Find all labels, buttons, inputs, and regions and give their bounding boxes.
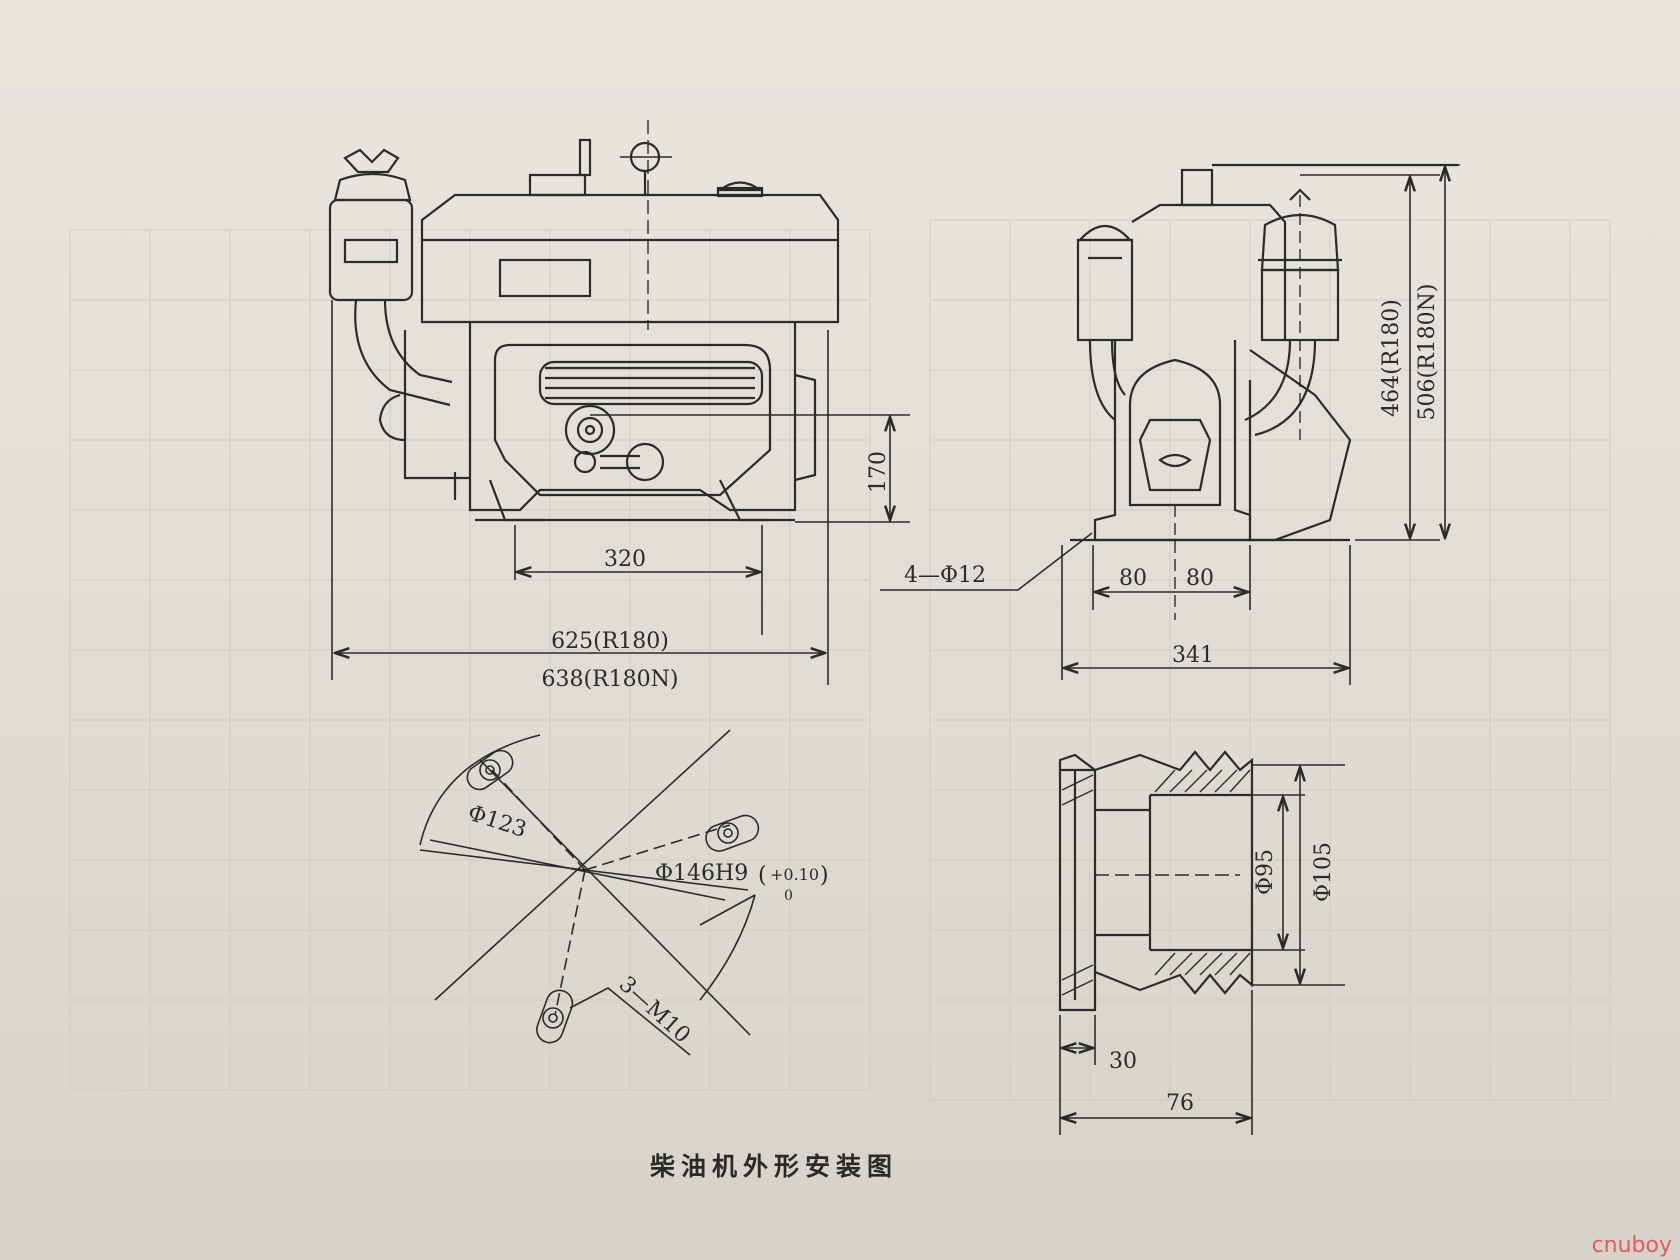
drawing-caption: 柴油机外形安装图 — [650, 1152, 899, 1181]
dim-flange-screws: 3—M10 — [614, 972, 695, 1048]
tol-open-paren: ( — [758, 863, 767, 888]
dim-flange-phi146: Φ146H9 — [655, 861, 748, 886]
dim-length-r180: 625(R180) — [551, 629, 669, 654]
dim-flange-phi123: Φ123 — [465, 801, 530, 843]
tol-close-paren: ) — [820, 863, 829, 888]
dim-height-170: 170 — [866, 451, 891, 493]
watermark: cnuboy — [1591, 1233, 1672, 1258]
dim-flange-tolerance-upper: +0.10 — [770, 865, 819, 884]
dim-holes-4-phi12: 4—Φ12 — [904, 563, 986, 588]
dim-flange-tolerance-lower: 0 — [784, 888, 793, 904]
dim-length-r180n: 638(R180N) — [542, 667, 679, 692]
pulley-dimensions — [1059, 764, 1345, 1135]
dim-height-r180: 464(R180) — [1379, 299, 1404, 417]
dim-height-r180n: 506(R180N) — [1415, 284, 1440, 421]
side-view-dimensions — [880, 164, 1460, 685]
dim-bolt-spacing-right: 80 — [1186, 566, 1214, 591]
dim-width-341: 341 — [1172, 643, 1214, 668]
background-grid — [69, 219, 1611, 1101]
flange-bolt-pattern — [419, 729, 760, 1056]
dim-pulley-30: 30 — [1109, 1049, 1137, 1074]
dim-width-320: 320 — [604, 547, 646, 572]
pulley-section-view — [1058, 750, 1254, 1012]
dim-pulley-phi105: Φ105 — [1311, 842, 1336, 902]
front-view-dimensions — [331, 300, 910, 685]
engine-front-view — [328, 120, 840, 522]
dim-bolt-spacing-left: 80 — [1119, 566, 1147, 591]
dim-pulley-phi95: Φ95 — [1253, 849, 1278, 895]
pulley-hatching — [1061, 769, 1251, 996]
dim-pulley-76: 76 — [1166, 1091, 1194, 1116]
